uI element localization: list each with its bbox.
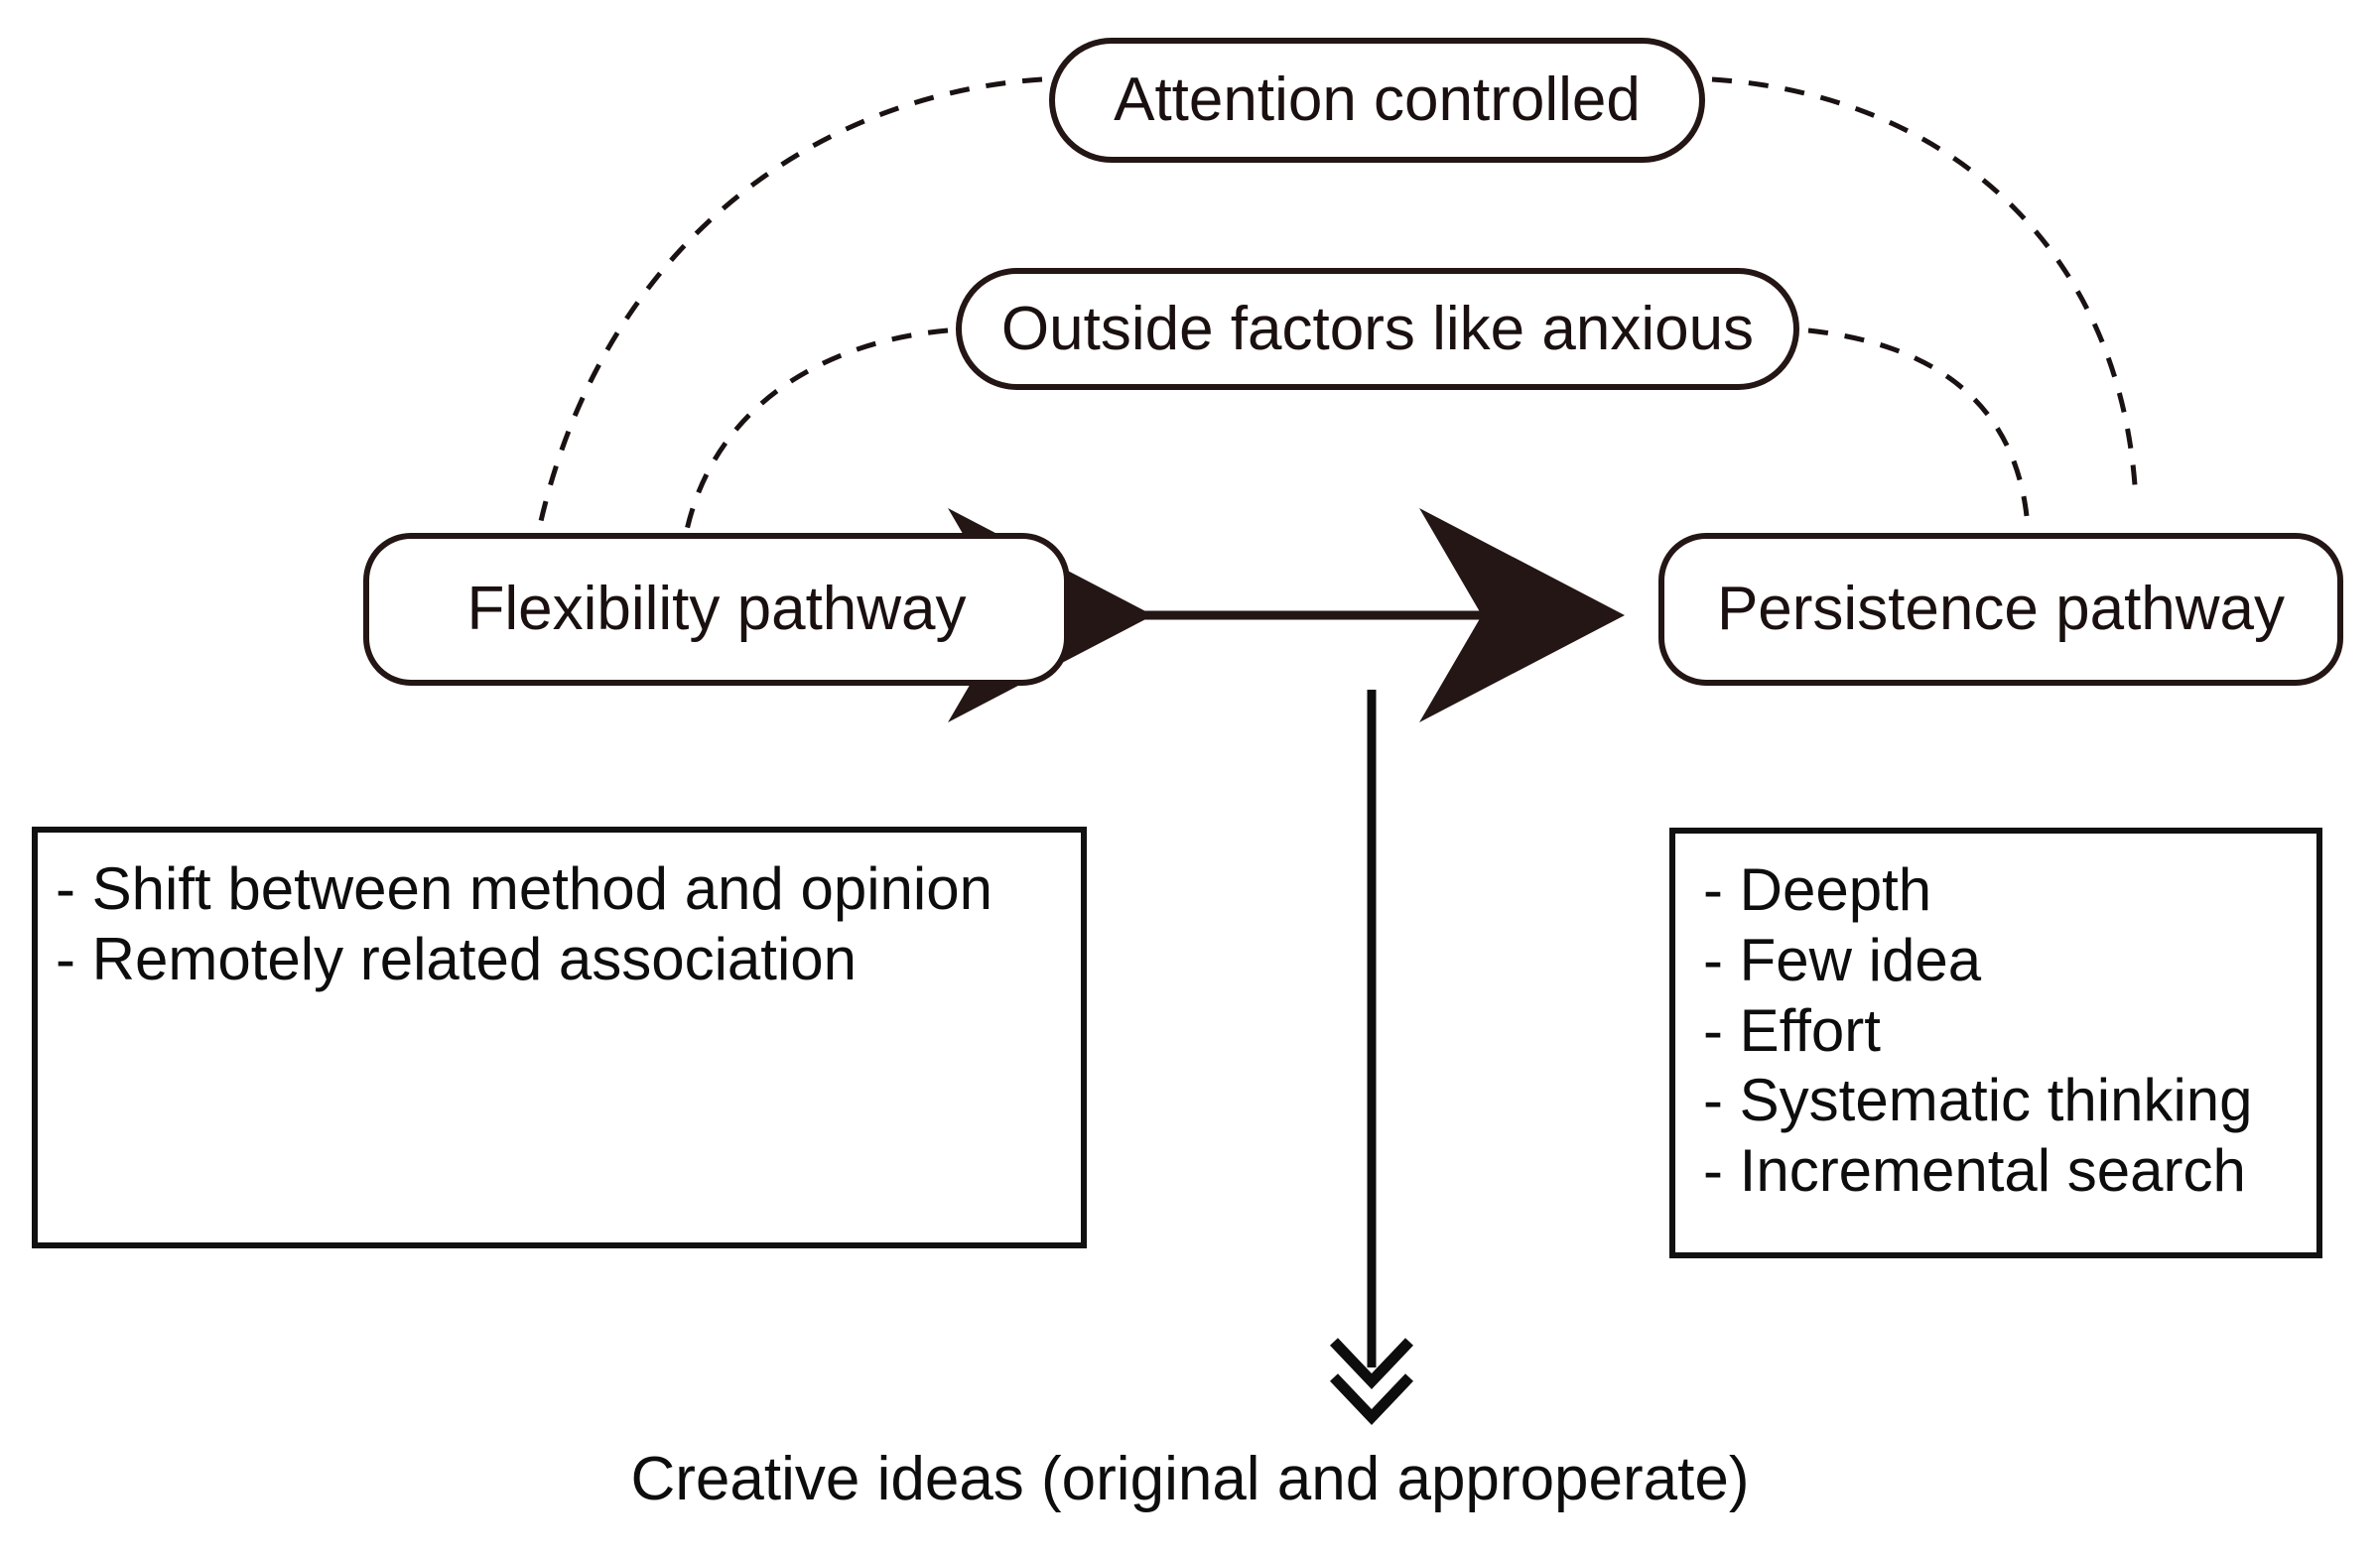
persistence-details-box: - Deepth - Few idea - Effort - Systemati… (1669, 828, 2322, 1258)
node-attention-controlled-label: Attention controlled (1114, 65, 1641, 135)
outcome-arrow-chevron-upper (1330, 1338, 1413, 1389)
node-persistence-pathway-label: Persistence pathway (1716, 575, 2286, 644)
list-item: - Incremental search (1703, 1137, 2246, 1205)
outcome-arrow-chevron-lower (1330, 1373, 1413, 1425)
node-attention-controlled[interactable]: Attention controlled (1049, 38, 1705, 163)
list-item: - Effort (1703, 996, 1881, 1064)
node-outside-factors-label: Outside factors like anxious (1000, 294, 1755, 363)
flexibility-details-list: - Shift between method and opinion - Rem… (38, 833, 1081, 995)
list-item: - Remotely related association (56, 925, 858, 992)
node-outside-factors[interactable]: Outside factors like anxious (956, 268, 1799, 390)
flexibility-details-box: - Shift between method and opinion - Rem… (32, 827, 1087, 1248)
list-item: - Shift between method and opinion (56, 855, 992, 922)
list-item: - Few idea (1703, 926, 1982, 993)
outcome-caption: Creative ideas (original and approperate… (630, 1445, 1750, 1513)
node-persistence-pathway[interactable]: Persistence pathway (1658, 533, 2343, 686)
persistence-details-list: - Deepth - Few idea - Effort - Systemati… (1675, 834, 2316, 1207)
node-flexibility-pathway[interactable]: Flexibility pathway (363, 533, 1070, 686)
dashed-arc-outside-to-persistence (1807, 327, 2030, 517)
list-item: - Deepth (1703, 856, 1932, 923)
node-flexibility-pathway-label: Flexibility pathway (466, 575, 967, 644)
list-item: - Systematic thinking (1703, 1067, 2253, 1134)
